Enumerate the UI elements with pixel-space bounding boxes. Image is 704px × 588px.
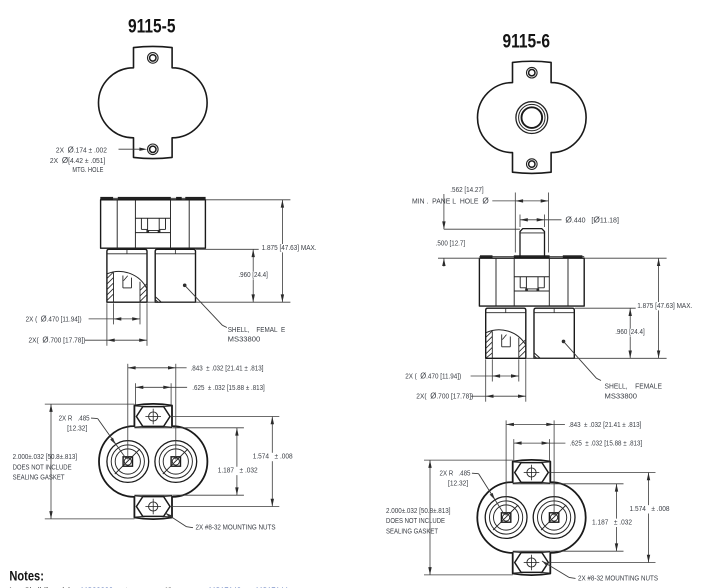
- svg-text:2.000±.032 [50.8±.813]: 2.000±.032 [50.8±.813]: [386, 508, 451, 515]
- svg-text:2X #8-32 MOUNTING NUTS: 2X #8-32 MOUNTING NUTS: [578, 575, 658, 582]
- svg-text:MIN . PANE L HOLE Ø: MIN . PANE L HOLE Ø: [412, 195, 489, 205]
- svg-text:1.574 ± .008: 1.574 ± .008: [253, 454, 293, 461]
- svg-text:2X( Ø.700 [17.78]): 2X( Ø.700 [17.78]): [416, 391, 473, 401]
- svg-text:.625 ± .032 [15.88 ± .813]: .625 ± .032 [15.88 ± .813]: [570, 441, 643, 448]
- svg-text:[12.32]: [12.32]: [67, 426, 87, 433]
- svg-text:2X #8-32 MOUNTING NUTS: 2X #8-32 MOUNTING NUTS: [196, 525, 276, 532]
- svg-text:SEALING GASKET: SEALING GASKET: [386, 528, 439, 535]
- svg-text:SHELL, FEMALE: SHELL, FEMALE: [605, 384, 663, 391]
- svg-text:2X ( Ø.470 [11.94]): 2X ( Ø.470 [11.94]): [405, 370, 461, 380]
- svg-text:9115-6: 9115-6: [503, 32, 551, 53]
- svg-text:Notes:: Notes:: [9, 569, 44, 584]
- svg-text:.625 ± .032 [15.88 ± .813]: .625 ± .032 [15.88 ± .813]: [192, 385, 265, 392]
- svg-text:2X Ø[4.42 ± .051]: 2X Ø[4.42 ± .051]: [50, 155, 106, 165]
- svg-text:SHELL, FEMAL E: SHELL, FEMAL E: [228, 327, 286, 334]
- svg-text:.562 [14.27]: .562 [14.27]: [450, 187, 483, 194]
- svg-text:1.574 ± .008: 1.574 ± .008: [630, 506, 670, 513]
- svg-text:.843 ± .032 [21.41 ± .813]: .843 ± .032 [21.41 ± .813]: [568, 422, 641, 429]
- svg-text:MTG. HOLE: MTG. HOLE: [72, 167, 103, 174]
- svg-text:Ø.440 [Ø11.18]: Ø.440 [Ø11.18]: [565, 214, 619, 224]
- svg-text:1.875 [47.63] MAX.: 1.875 [47.63] MAX.: [262, 245, 317, 252]
- svg-text:2X ( Ø.470 [11.94]): 2X ( Ø.470 [11.94]): [26, 313, 82, 323]
- svg-text:DOES NOT INCLUDE: DOES NOT INCLUDE: [13, 464, 72, 471]
- svg-text:2X R .485: 2X R .485: [59, 416, 90, 423]
- svg-text:.843 ± .032 [21.41 ± .813]: .843 ± .032 [21.41 ± .813]: [191, 365, 264, 372]
- svg-text:1.875 [47.63] MAX.: 1.875 [47.63] MAX.: [637, 303, 692, 310]
- svg-text:DOES NOT INCLUDE: DOES NOT INCLUDE: [386, 518, 445, 525]
- svg-text:2X R .485: 2X R .485: [440, 471, 471, 478]
- svg-text:9115-5: 9115-5: [128, 17, 176, 38]
- svg-text:MS33800: MS33800: [605, 394, 638, 401]
- svg-text:1.187 ± .032: 1.187 ± .032: [592, 519, 632, 526]
- svg-text:.960 [24.4]: .960 [24.4]: [615, 329, 645, 336]
- svg-text:2.000±.032 [50.8±.813]: 2.000±.032 [50.8±.813]: [13, 454, 78, 461]
- svg-text:2X( Ø.700 [17.78]): 2X( Ø.700 [17.78]): [29, 335, 86, 345]
- svg-text:SEALING GASKET: SEALING GASKET: [13, 475, 66, 482]
- svg-text:1.Shell (female)MS33800mateswi: 1.Shell (female)MS33800mateswithMS17143o…: [9, 585, 289, 588]
- svg-text:.500 [12.7]: .500 [12.7]: [436, 240, 465, 247]
- svg-text:.960 [24.4]: .960 [24.4]: [238, 272, 268, 279]
- svg-text:[12.32]: [12.32]: [448, 481, 468, 488]
- svg-text:1.187 ± .032: 1.187 ± .032: [218, 468, 258, 475]
- svg-text:MS33800: MS33800: [228, 337, 261, 344]
- svg-text:2X Ø.174 ± .002: 2X Ø.174 ± .002: [56, 144, 107, 154]
